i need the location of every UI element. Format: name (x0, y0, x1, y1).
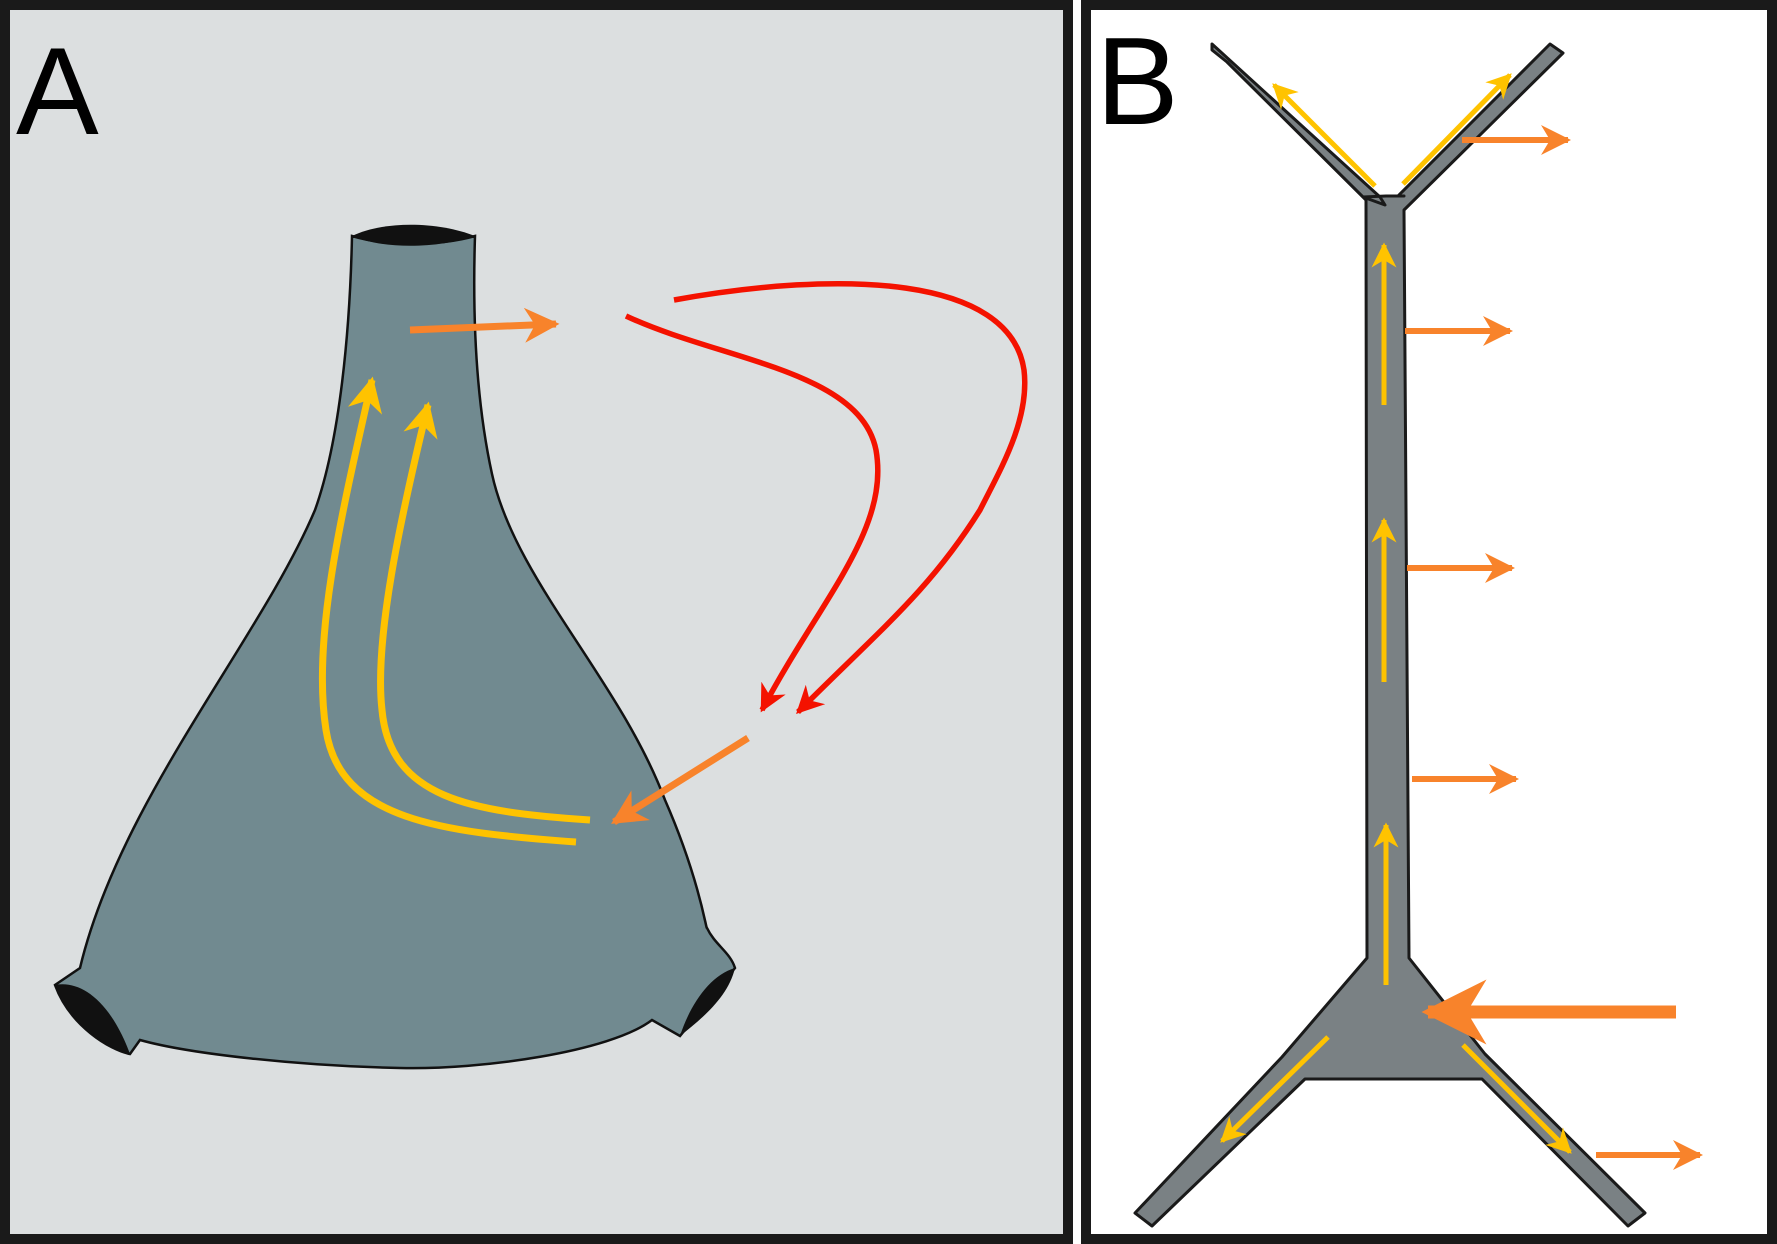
signal-arrow-b4 (1272, 83, 1377, 188)
flask-cell-body (53, 234, 737, 1070)
signal-arrow-b7 (1461, 1043, 1572, 1154)
flask-left-opening (55, 984, 130, 1054)
flask-right-opening (680, 968, 735, 1036)
signal-arrow-b6 (1220, 1035, 1330, 1143)
panel-label-b: B (1096, 13, 1179, 151)
flask-cell (53, 224, 737, 1070)
output-arrow-a2 (611, 735, 750, 825)
feedback-arrow-a1 (624, 313, 881, 713)
feedback-arrow-a2 (673, 280, 1028, 714)
neuron-cell (1133, 42, 1647, 1228)
neuron-cell-body (1133, 42, 1647, 1228)
signal-arrow-b5 (1401, 73, 1512, 186)
signal-arrow-a2 (377, 401, 591, 824)
signal-arrow-a1 (318, 376, 577, 846)
flask-top-opening (352, 224, 475, 246)
panel-label-a: A (16, 23, 99, 161)
output-arrow-a1 (409, 307, 560, 343)
